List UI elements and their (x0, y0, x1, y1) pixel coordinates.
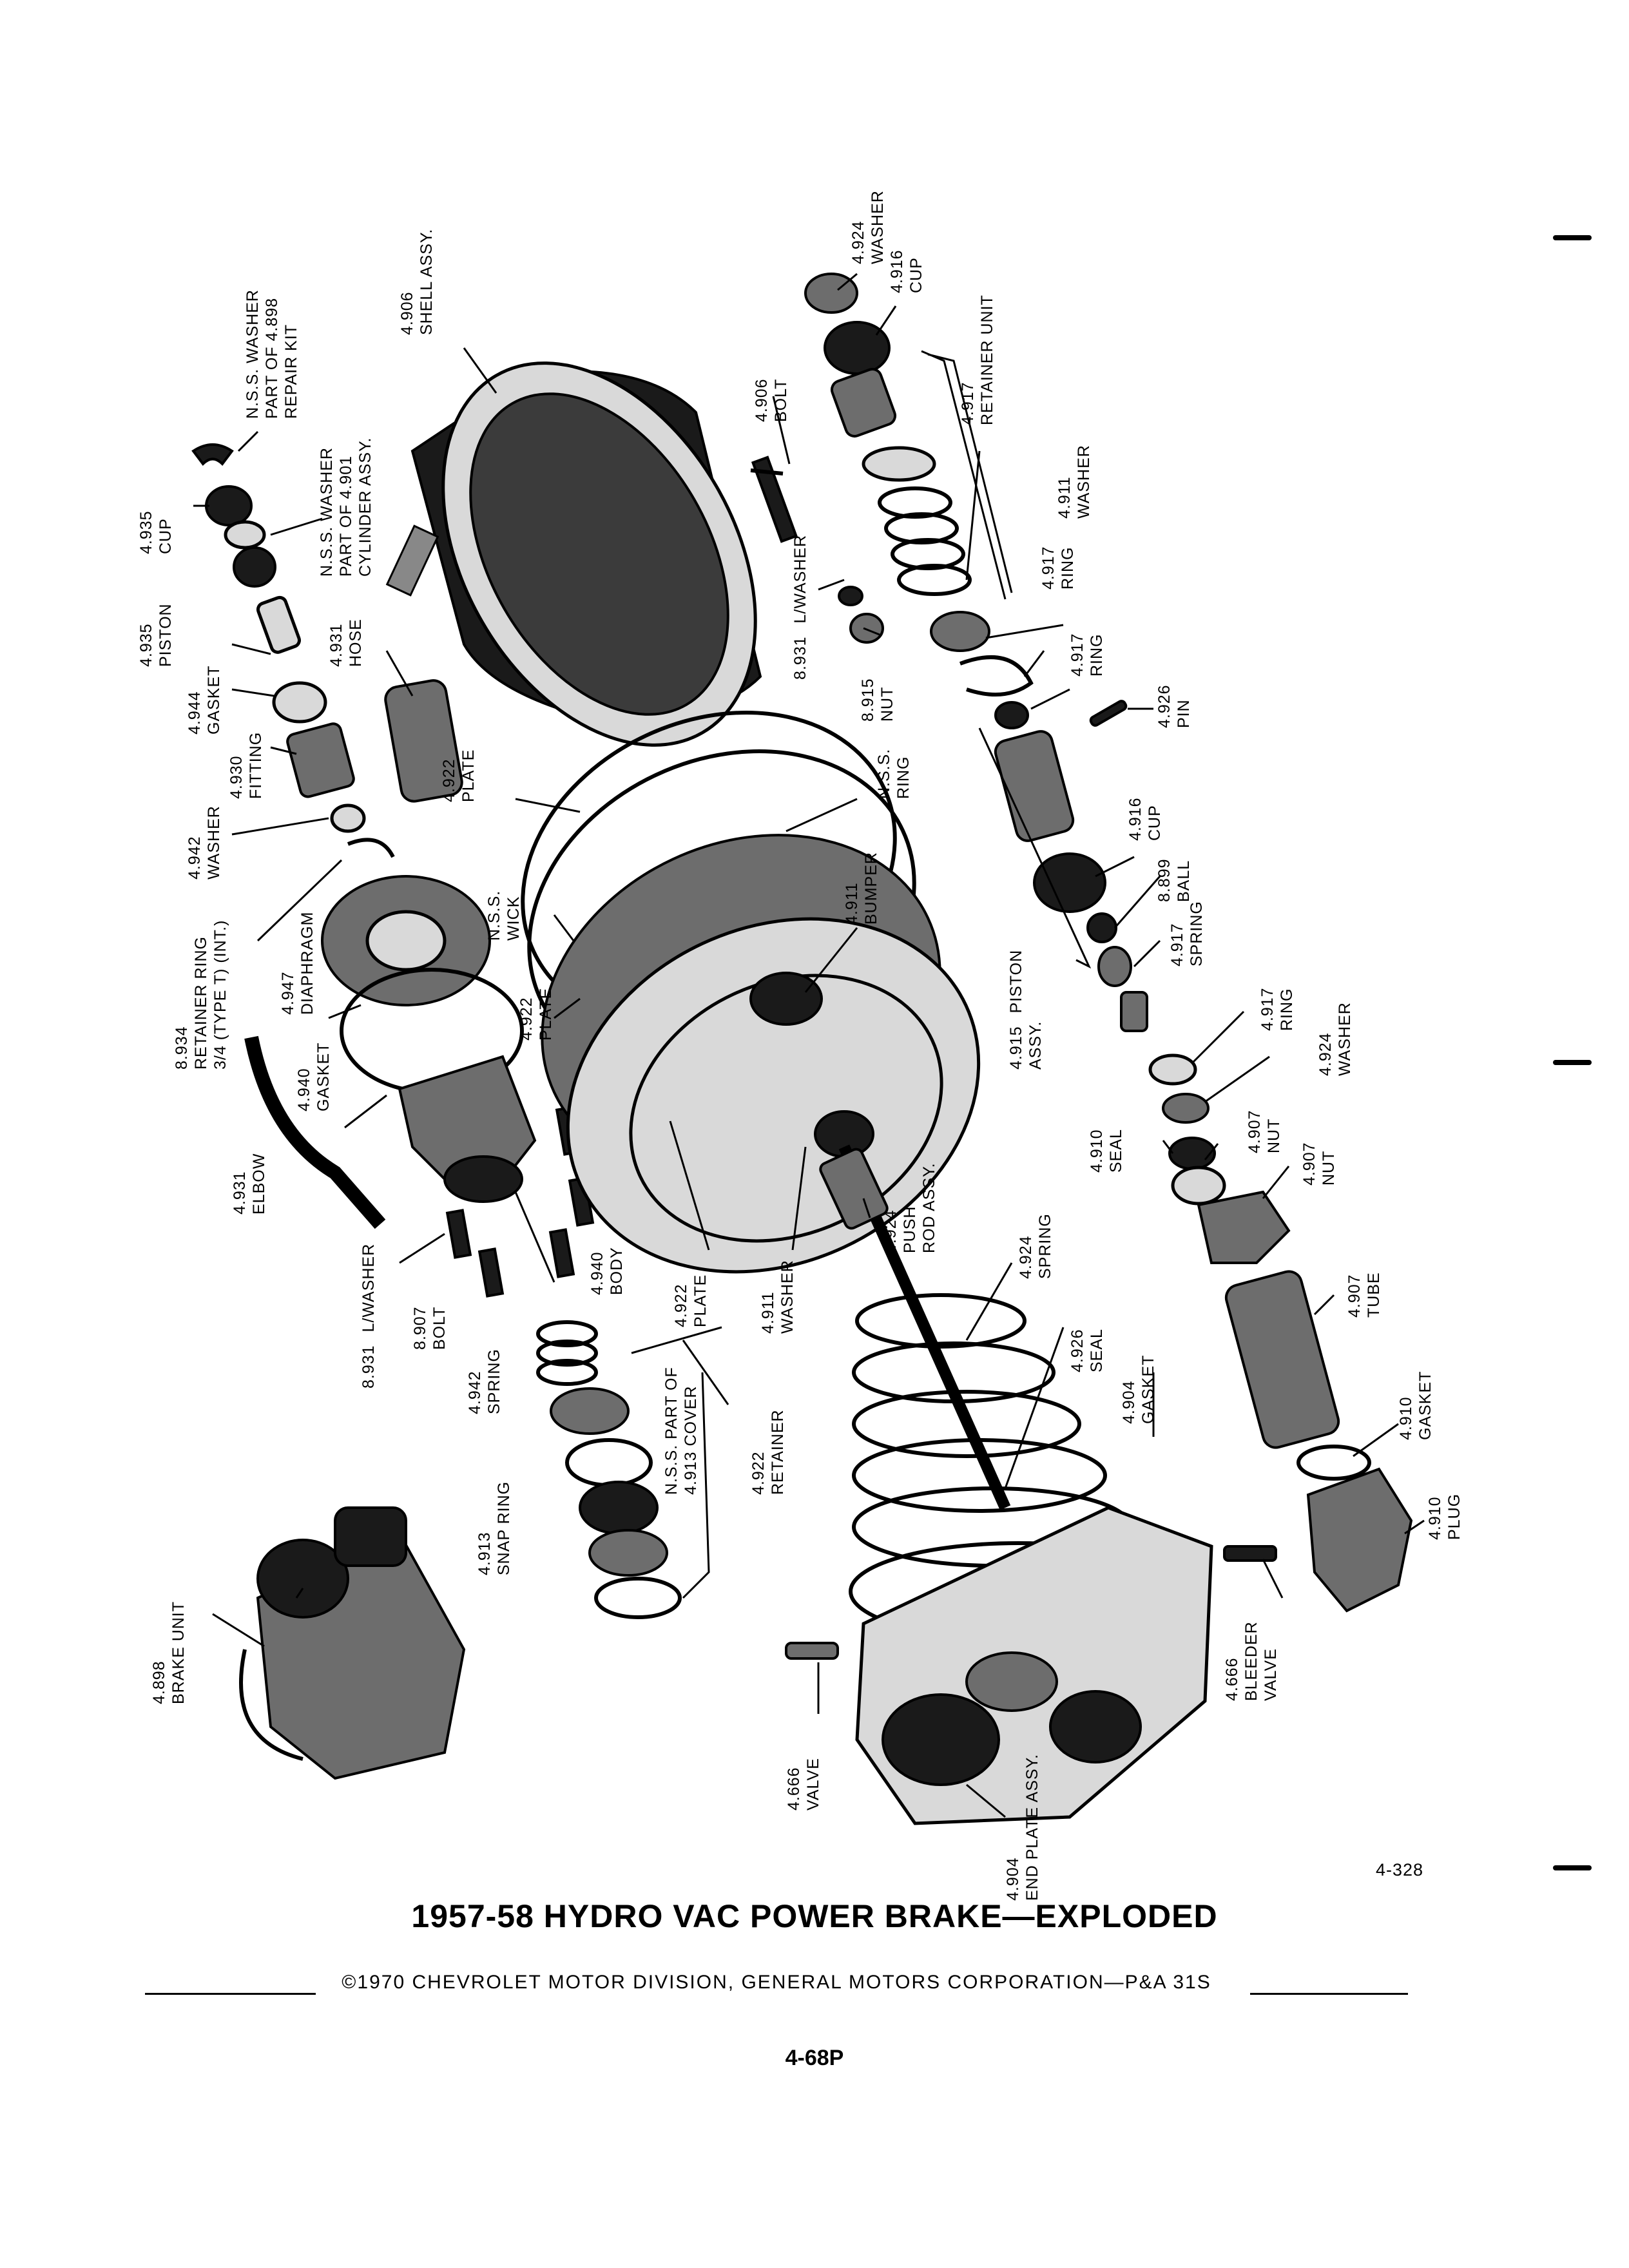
callout-hose: 4.931 HOSE (327, 618, 365, 667)
copyright-line: ©1970 CHEVROLET MOTOR DIVISION, GENERAL … (342, 1972, 1211, 1993)
brake-unit-drawing (239, 1506, 466, 1780)
callout-labels: N.S.S. WASHER PART OF 4.898 REPAIR KIT 4… (137, 190, 1463, 1901)
margin-mark-bottom (1553, 1865, 1592, 1870)
callout-body: 4.940 BODY (588, 1246, 626, 1295)
callout-gasket-4904: 4.904 GASKET (1120, 1355, 1157, 1424)
callout-nut-8915: 8.915 NUT (859, 673, 896, 722)
callout-nss-ring: N.S.S. RING (875, 744, 912, 799)
callout-nut-4907-b: 4.907 NUT (1300, 1137, 1338, 1186)
callout-bumper: 4.911 BUMPER (843, 852, 880, 925)
callout-nss-wick: N.S.S. WICK (485, 885, 523, 941)
callout-nss-cover: N.S.S. PART OF 4.913 COVER (662, 1361, 700, 1495)
callout-washer-4911-bottom: 4.911 WASHER (759, 1260, 796, 1334)
callout-shell-assy: 4.906 SHELL ASSY. (398, 229, 436, 335)
callout-seal-4926: 4.926 SEAL (1068, 1323, 1106, 1372)
callout-bleeder-valve: 4.666 BLEEDER VALVE (1223, 1616, 1280, 1701)
callout-seal-4910: 4.910 SEAL (1088, 1124, 1125, 1173)
leader-lines (193, 273, 1425, 1818)
figure-id: 4-328 (1376, 1860, 1424, 1879)
callout-diaphragm: 4.947 DIAPHRAGM (279, 912, 316, 1015)
callout-ring-4917-b: 4.917 RING (1068, 628, 1106, 677)
cover-spring-drawing (536, 1320, 682, 1619)
callout-nss-washer-repair-kit: N.S.S. WASHER PART OF 4.898 REPAIR KIT (244, 284, 300, 419)
callout-end-plate-assy: 4.904 END PLATE ASSY. (1004, 1754, 1041, 1901)
callout-plate-bottom: 4.922 PLATE (672, 1274, 709, 1327)
callout-brake-unit: 4.898 BRAKE UNIT (150, 1601, 188, 1704)
callout-spring-4917: 4.917 SPRING (1168, 901, 1206, 966)
callout-elbow: 4.931 ELBOW (231, 1153, 268, 1215)
callout-gasket-4910: 4.910 GASKET (1397, 1371, 1434, 1440)
callout-plate-middle: 4.922 PLATE (517, 988, 555, 1041)
page-title: 1957-58 HYDRO VAC POWER BRAKE—EXPLODED (411, 1898, 1218, 1934)
callout-nss-washer-cylinder: N.S.S. WASHER PART OF 4.901 CYLINDER ASS… (318, 437, 374, 577)
copyright-rule-left (145, 1993, 316, 1995)
callout-nut-4907-a: 4.907 NUT (1246, 1104, 1283, 1153)
elbow-drawing (244, 1035, 386, 1229)
callout-washer-4942: 4.942 WASHER (186, 805, 223, 879)
callout-washer-4924-right: 4.924 WASHER (1316, 1002, 1354, 1076)
callout-cup-4916-top: 4.916 CUP (888, 244, 925, 293)
callout-lwasher-8931-right: 8.931 L/WASHER (791, 535, 809, 680)
callout-piston-assy: 4.915 PISTON ASSY. (1007, 945, 1045, 1070)
callout-snap-ring: 4.913 SNAP RING (476, 1481, 513, 1575)
callout-ball: 8.899 BALL (1155, 853, 1193, 902)
end-plate-drawing (785, 1506, 1213, 1825)
callout-spring-4924: 4.924 SPRING (1017, 1213, 1054, 1279)
callout-ring-4917-a: 4.917 RING (1039, 541, 1077, 590)
callout-tube: 4.907 TUBE (1345, 1269, 1383, 1318)
callout-washer-4911-right: 4.911 WASHER (1055, 445, 1093, 519)
callout-fitting: 4.930 FITTING (227, 732, 265, 799)
piston-column-drawing (750, 273, 1413, 1613)
callout-plate-top: 4.922 PLATE (440, 749, 477, 802)
callout-spring-4942: 4.942 SPRING (466, 1349, 503, 1414)
callout-pin: 4.926 PIN (1155, 679, 1193, 728)
callout-retainer-ring-8934: 8.934 RETAINER RING 3/4 (TYPE T) (INT.) (173, 920, 229, 1070)
callout-piston-4935: 4.935 PISTON (137, 603, 175, 667)
body-drawing (398, 1055, 595, 1298)
page-number: 4-68P (785, 2046, 844, 2070)
hose-drawing (384, 679, 463, 803)
callout-bolt-8907: 8.907 BOLT (411, 1301, 448, 1350)
callout-cup-4916-right: 4.916 CUP (1126, 792, 1164, 841)
callout-valve-4666: 4.666 VALVE (785, 1758, 822, 1811)
callout-plug: 4.910 PLUG (1426, 1491, 1463, 1540)
callout-retainer-4922: 4.922 RETAINER (749, 1409, 787, 1495)
margin-mark-top (1553, 235, 1592, 240)
shell-assy-drawing (385, 361, 762, 747)
callout-ring-4917-c: 4.917 RING (1258, 982, 1296, 1031)
callout-lwasher-8931-left: 8.931 L/WASHER (360, 1244, 378, 1389)
copyright-rule-right (1250, 1993, 1408, 1995)
callout-gasket-4944: 4.944 GASKET (186, 666, 223, 735)
callout-gasket-4940: 4.940 GASKET (295, 1043, 333, 1111)
callout-retainer-unit: 4.917 RETAINER UNIT (959, 294, 996, 425)
callout-push-rod-assy: 4.924 PUSH ROD ASSY. (882, 1162, 938, 1253)
cylinder-small-parts-drawing (191, 443, 395, 858)
retainer-unit-bracket (921, 350, 1007, 600)
callout-bolt-4906: 4.906 BOLT (753, 373, 790, 422)
callout-cup-4935: 4.935 CUP (137, 505, 175, 554)
callout-washer-4924-top: 4.924 WASHER (849, 190, 887, 264)
margin-mark-middle (1553, 1060, 1592, 1065)
diaphragm-drawing (321, 875, 524, 1094)
